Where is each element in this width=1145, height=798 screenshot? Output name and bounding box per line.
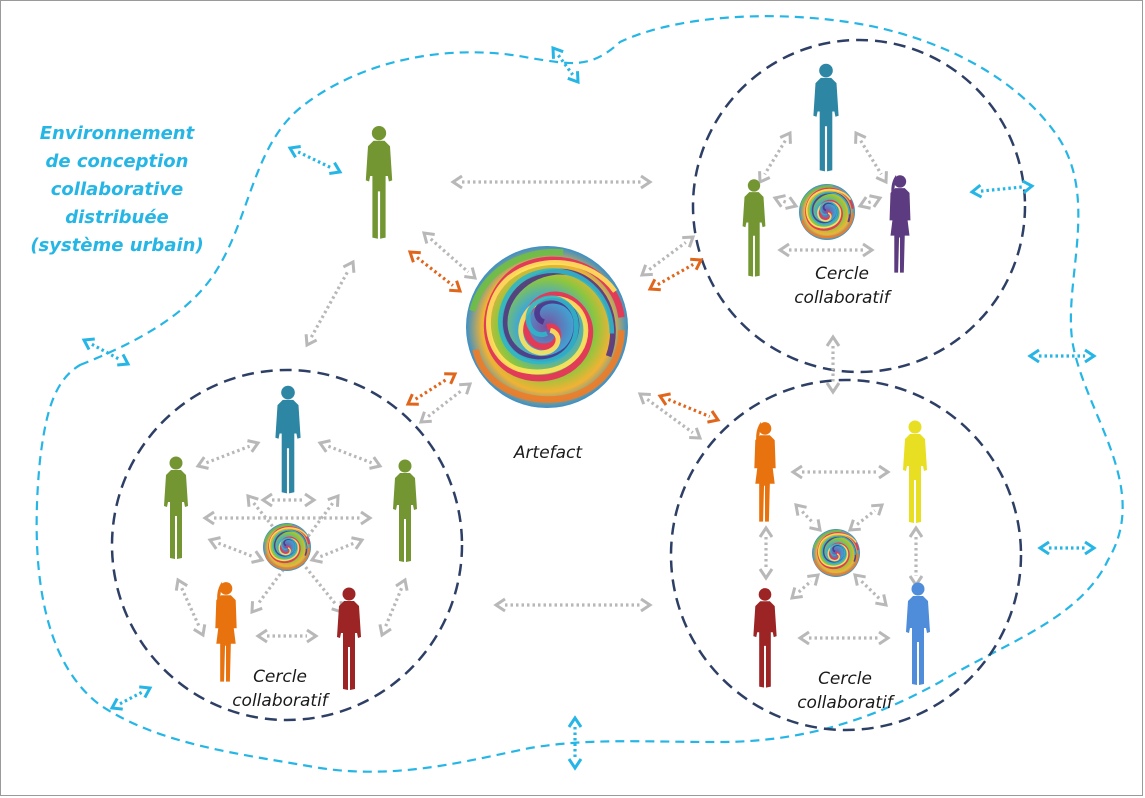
circle-bottom-left bbox=[110, 368, 464, 722]
artefact-arrow bbox=[421, 231, 478, 280]
circle-arrow bbox=[797, 630, 891, 646]
environment-boundary bbox=[35, 15, 1124, 773]
env-arrow bbox=[969, 179, 1035, 199]
circle-arrow bbox=[195, 439, 261, 470]
circle-arrow bbox=[309, 536, 365, 564]
circle-arrow bbox=[260, 492, 317, 508]
artefact-arrow bbox=[637, 392, 703, 440]
person-solo-green bbox=[365, 125, 393, 239]
circle-label-bottom-right: Cercle collaboratif bbox=[785, 667, 905, 715]
circle-arrow bbox=[250, 493, 340, 615]
person-br-orange bbox=[754, 421, 776, 522]
circle-top-right bbox=[691, 38, 1027, 374]
circle-label-line: collaboratif bbox=[232, 691, 328, 711]
person-bl-teal bbox=[275, 385, 301, 494]
circle-arrow bbox=[202, 510, 373, 526]
person-tr-purple bbox=[889, 174, 911, 273]
circle-label-line: Cercle bbox=[818, 669, 872, 689]
artefact-swirl bbox=[466, 246, 628, 408]
circle-label-line: collaboratif bbox=[797, 693, 893, 713]
artefact-arrow bbox=[418, 382, 473, 424]
circle-label-line: collaboratif bbox=[794, 288, 890, 308]
circle-bottom-right bbox=[669, 378, 1023, 732]
swirl-top-right bbox=[797, 182, 857, 242]
env-arrow bbox=[1027, 348, 1097, 364]
artefact-arrow-orange bbox=[647, 257, 704, 292]
person-br-blue bbox=[906, 582, 930, 685]
circle-arrow bbox=[790, 464, 891, 480]
person-br-red bbox=[753, 588, 777, 688]
circle-arrow bbox=[789, 573, 821, 600]
circle-arrow bbox=[853, 573, 888, 607]
circle-arrow bbox=[847, 503, 885, 532]
connection-arrows bbox=[81, 45, 1097, 771]
circle-arrow bbox=[317, 439, 383, 470]
circle-arrow bbox=[174, 577, 207, 638]
env-arrow bbox=[81, 337, 131, 367]
circle-arrow bbox=[857, 194, 883, 210]
circle-arrow bbox=[908, 525, 924, 588]
swirl-bottom-right bbox=[811, 528, 861, 578]
circle-arrow bbox=[207, 536, 265, 564]
link-arrow bbox=[304, 259, 356, 348]
link-arrow bbox=[493, 597, 653, 613]
env-arrow bbox=[551, 45, 580, 85]
person-tr-teal bbox=[813, 63, 839, 172]
env-arrow bbox=[287, 145, 343, 175]
circle-label-line: Cercle bbox=[253, 667, 307, 687]
artefact-arrow-orange bbox=[407, 250, 463, 293]
circle-label-line: Cercle bbox=[815, 264, 869, 284]
env-arrow bbox=[567, 715, 583, 771]
person-tr-green bbox=[742, 179, 766, 277]
circle-arrow bbox=[794, 503, 822, 532]
circle-arrow bbox=[758, 525, 774, 581]
environment-line: Environnement bbox=[39, 123, 195, 144]
swirl-bottom-left bbox=[262, 522, 312, 572]
link-arrow bbox=[825, 334, 841, 395]
circle-arrow bbox=[772, 194, 799, 210]
person-bl-green-left bbox=[164, 456, 188, 559]
artefact-arrow-orange bbox=[657, 392, 721, 424]
circle-label-top-right: Cercle collaboratif bbox=[782, 262, 902, 310]
circle-arrow bbox=[378, 577, 409, 638]
link-arrow bbox=[450, 174, 653, 190]
environment-line: collaborative bbox=[50, 179, 184, 200]
environment-label: Environnement de conception collaborativ… bbox=[22, 120, 212, 260]
person-bl-green-right bbox=[393, 459, 417, 562]
person-br-yellow bbox=[903, 420, 927, 523]
environment-line: distribuée bbox=[65, 207, 169, 228]
env-arrow bbox=[109, 685, 153, 711]
artefact-arrow-orange bbox=[405, 372, 458, 406]
environment-line: (système urbain) bbox=[30, 235, 204, 256]
environment-line: de conception bbox=[45, 151, 189, 172]
artefact-arrow bbox=[639, 235, 696, 277]
circle-arrow bbox=[758, 130, 792, 185]
env-arrow bbox=[1037, 540, 1097, 556]
circle-label-bottom-left: Cercle collaboratif bbox=[220, 665, 340, 713]
circle-arrow bbox=[255, 628, 319, 644]
artefact-label: Artefact bbox=[513, 443, 583, 463]
circle-arrow bbox=[854, 130, 888, 185]
circle-arrow bbox=[777, 242, 875, 258]
